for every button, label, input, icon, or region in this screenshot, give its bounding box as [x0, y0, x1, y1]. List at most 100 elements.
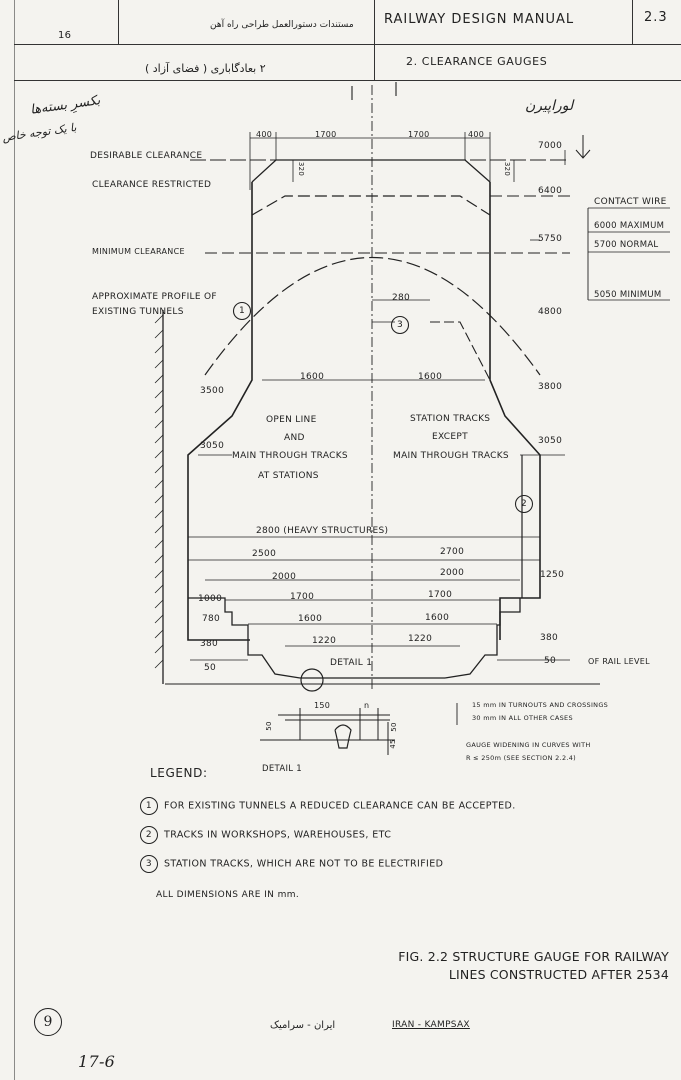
- detail-1-circle: [300, 668, 324, 692]
- height-4800: 4800: [538, 307, 563, 317]
- header-page-number: 16: [58, 30, 72, 41]
- detail-dim-50b: 50: [389, 722, 398, 732]
- height-780: 780: [202, 614, 221, 624]
- detail-1-caption: DETAIL 1: [262, 764, 303, 774]
- open-line-label-4: AT STATIONS: [258, 471, 319, 481]
- dim-top-400-left: 400: [256, 130, 273, 139]
- marker-1-label: 1: [239, 306, 246, 316]
- tunnel-profile-arc: [204, 257, 541, 376]
- height-3500: 3500: [200, 386, 225, 396]
- legend-num-circle: 3: [140, 855, 158, 873]
- open-line-profile-left: [187, 182, 253, 641]
- detail-1-drawing: [260, 708, 395, 755]
- detail-dim-45: 45: [388, 739, 397, 749]
- section-number: 2.3: [644, 10, 668, 25]
- height-3800: 3800: [538, 382, 563, 392]
- figure-title-line-2: LINES CONSTRUCTED AFTER 2534: [448, 967, 669, 982]
- figure-title: FIG. 2.2 STRUCTURE GAUGE FOR RAILWAY LIN…: [398, 948, 669, 984]
- dim-1600-left: 1600: [300, 372, 325, 382]
- legend-item-3: 3 STATION TRACKS, WHICH ARE NOT TO BE ELE…: [140, 855, 443, 873]
- dim-280-top: 280: [392, 293, 411, 303]
- open-line-profile-right: [489, 182, 541, 640]
- restricted-clearance-outline: [251, 195, 491, 216]
- open-line-label-3: MAIN THROUGH TRACKS: [232, 451, 348, 461]
- page-number: 9: [43, 1014, 53, 1030]
- header-persian-section: ٢ بعادگاباری ( فضای آزاد ): [145, 62, 266, 75]
- station-label-2: EXCEPT: [432, 432, 468, 442]
- dim-1600b-left: 1600: [298, 614, 323, 624]
- dim-1220-left: 1220: [312, 636, 337, 646]
- note-widening-2: R ≤ 250m (SEE SECTION 2.2.4): [466, 754, 577, 762]
- legend-item-1: 1 FOR EXISTING TUNNELS A REDUCED CLEARANC…: [140, 797, 516, 815]
- tunnel-profile-label-2: EXISTING TUNNELS: [92, 307, 184, 317]
- legend-num-circle: 2: [140, 826, 158, 844]
- height-5750: 5750: [538, 234, 563, 244]
- contact-wire-normal: 5700 NORMAL: [594, 240, 659, 250]
- stamp-persian: ایران - سرامیک: [270, 1020, 336, 1031]
- header-persian-title: مستندات دستورالعمل طراحی راه آهن: [210, 20, 354, 30]
- section-title: 2. CLEARANCE GAUGES: [406, 55, 548, 68]
- legend-text: FOR EXISTING TUNNELS A REDUCED CLEARANCE…: [164, 800, 516, 812]
- page-number-circle: 9: [34, 1008, 62, 1036]
- dim-2700: 2700: [440, 547, 465, 557]
- open-line-label-2: AND: [284, 433, 305, 443]
- note-turnouts: 15 mm IN TURNOUTS AND CROSSINGS: [472, 701, 609, 709]
- minimum-clearance-label: MINIMUM CLEARANCE: [92, 247, 185, 256]
- dim-1600-right: 1600: [418, 372, 443, 382]
- restricted-clearance-label: CLEARANCE RESTRICTED: [92, 180, 212, 190]
- marker-3-label: 3: [397, 320, 404, 330]
- height-7000: 7000: [538, 141, 563, 151]
- marker-3-circle: [390, 315, 410, 335]
- height-1250: 1250: [540, 570, 565, 580]
- height-6400: 6400: [538, 186, 563, 196]
- handwritten-note-right: لوراپیرن: [525, 98, 574, 114]
- note-widening-1: GAUGE WIDENING IN CURVES WITH: [466, 741, 591, 749]
- contact-wire-label: CONTACT WIRE: [594, 197, 667, 207]
- marker-2-label: 2: [521, 499, 528, 509]
- marker-2-circle: [514, 494, 534, 514]
- detail-1-label: DETAIL 1: [330, 658, 373, 668]
- dim-1700-left: 1700: [290, 592, 315, 602]
- dim-320-left: 320: [297, 161, 306, 177]
- lower-gauge-left: [188, 597, 301, 679]
- legend-item-2: 2 TRACKS IN WORKSHOPS, WAREHOUSES, ETC: [140, 826, 391, 844]
- handwritten-date: 17-6: [78, 1052, 116, 1071]
- heavy-structures-label: 2800 (HEAVY STRUCTURES): [256, 526, 389, 536]
- marker-1-circle: [232, 301, 252, 321]
- desirable-clearance-label: DESIRABLE CLEARANCE: [90, 151, 203, 161]
- detail-dim-150: 150: [314, 701, 331, 710]
- dim-2500: 2500: [252, 549, 277, 559]
- note-other-cases: 30 mm IN ALL OTHER CASES: [472, 714, 573, 722]
- height-380-right: 380: [540, 633, 559, 643]
- manual-title: RAILWAY DESIGN MANUAL: [384, 12, 575, 27]
- lower-gauge-right: [444, 598, 521, 679]
- dim-1600b-right: 1600: [425, 613, 450, 623]
- dim-320-right: 320: [503, 161, 512, 177]
- dim-1220-right: 1220: [408, 634, 433, 644]
- dim-1700-right: 1700: [428, 590, 453, 600]
- stamp-english: IRAN - KAMPSAX: [392, 1020, 470, 1030]
- height-1000: 1000: [198, 594, 223, 604]
- rail-level-label: OF RAIL LEVEL: [588, 657, 650, 666]
- legend-text: STATION TRACKS, WHICH ARE NOT TO BE ELEC…: [164, 858, 444, 870]
- height-50-left: 50: [204, 663, 217, 673]
- detail-dim-n: n: [364, 701, 370, 710]
- contact-wire-min: 5050 MINIMUM: [594, 290, 662, 300]
- height-380-left: 380: [200, 639, 219, 649]
- figure-title-line-1: FIG. 2.2 STRUCTURE GAUGE FOR RAILWAY: [398, 949, 669, 964]
- legend-note: ALL DIMENSIONS ARE IN mm.: [156, 890, 300, 900]
- open-line-label-1: OPEN LINE: [266, 415, 317, 425]
- dim-top-400-right: 400: [468, 130, 485, 139]
- legend-text: TRACKS IN WORKSHOPS, WAREHOUSES, ETC: [164, 829, 392, 841]
- legend-num-circle: 1: [140, 797, 158, 815]
- detail-dim-50: 50: [264, 721, 273, 731]
- tunnel-profile-label-1: APPROXIMATE PROFILE OF: [92, 292, 217, 302]
- station-label-3: MAIN THROUGH TRACKS: [393, 451, 509, 461]
- station-label-1: STATION TRACKS: [410, 414, 491, 424]
- dim-2000-left: 2000: [272, 572, 297, 582]
- dim-top-1700-right: 1700: [408, 130, 430, 139]
- dim-top-1700-left: 1700: [315, 130, 337, 139]
- height-50-right: 50: [544, 656, 557, 666]
- dim-2000-right: 2000: [440, 568, 465, 578]
